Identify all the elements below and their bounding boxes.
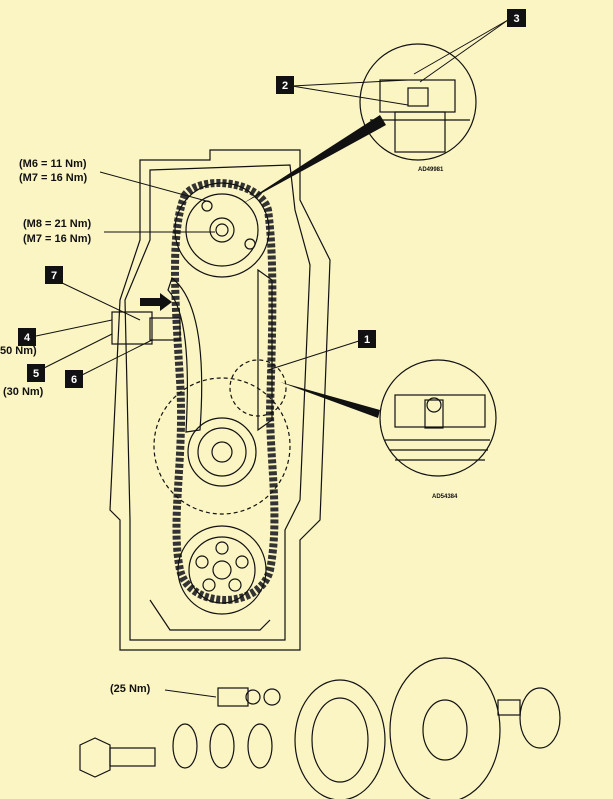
camshaft-detail-view bbox=[359, 43, 477, 161]
tensioner-detail-pointer bbox=[280, 382, 380, 418]
svg-text:5: 5 bbox=[33, 368, 39, 380]
camshaft-sprocket bbox=[174, 182, 270, 278]
torque-label-pulley-bolt: (25 Nm) bbox=[110, 683, 151, 695]
caption-tensioner-detail: AD54384 bbox=[432, 494, 458, 500]
engine-block-inner bbox=[124, 164, 311, 641]
callout-3: 3 bbox=[507, 9, 526, 27]
torque-label-tensioner-4: 50 Nm) bbox=[0, 345, 37, 357]
oil-pan-edge bbox=[149, 599, 271, 631]
callout-5: 5 bbox=[27, 364, 45, 382]
svg-text:4: 4 bbox=[24, 332, 31, 344]
torque-label-cam-center-1: (M8 = 21 Nm) bbox=[23, 218, 91, 230]
svg-text:6: 6 bbox=[71, 374, 77, 386]
callout-4: 4 bbox=[18, 328, 36, 346]
crankshaft-sprocket bbox=[187, 417, 257, 487]
callout-1: 1 bbox=[358, 330, 376, 348]
torque-label-cam-upper-2: (M7 = 16 Nm) bbox=[19, 172, 87, 184]
leader-lines bbox=[35, 19, 509, 698]
svg-text:1: 1 bbox=[364, 334, 370, 346]
callout-6: 6 bbox=[65, 370, 83, 388]
tensioner-dashed-circle bbox=[229, 359, 287, 417]
torque-label-cam-center-2: (M7 = 16 Nm) bbox=[23, 233, 91, 245]
callout-2: 2 bbox=[276, 76, 294, 94]
timing-chain bbox=[171, 179, 279, 604]
oil-pump-sprocket bbox=[177, 525, 267, 615]
torque-label-cam-upper-1: (M6 = 11 Nm) bbox=[19, 158, 87, 170]
svg-text:2: 2 bbox=[282, 80, 288, 92]
guide-rail-right bbox=[257, 268, 273, 432]
pulley-parts bbox=[79, 657, 561, 799]
torque-label-tensioner-5: (30 Nm) bbox=[3, 386, 44, 398]
camshaft-detail-pointer bbox=[242, 115, 386, 204]
engine-block-outline bbox=[109, 149, 331, 651]
svg-text:7: 7 bbox=[51, 270, 57, 282]
tensioner-rail bbox=[167, 277, 203, 433]
svg-text:3: 3 bbox=[513, 13, 519, 25]
crank-dashed-circle bbox=[153, 377, 291, 515]
callout-7: 7 bbox=[45, 266, 63, 284]
chain-tensioner bbox=[111, 293, 181, 345]
tensioner-detail-view bbox=[379, 359, 497, 477]
caption-camshaft-detail: AD49981 bbox=[418, 167, 444, 173]
